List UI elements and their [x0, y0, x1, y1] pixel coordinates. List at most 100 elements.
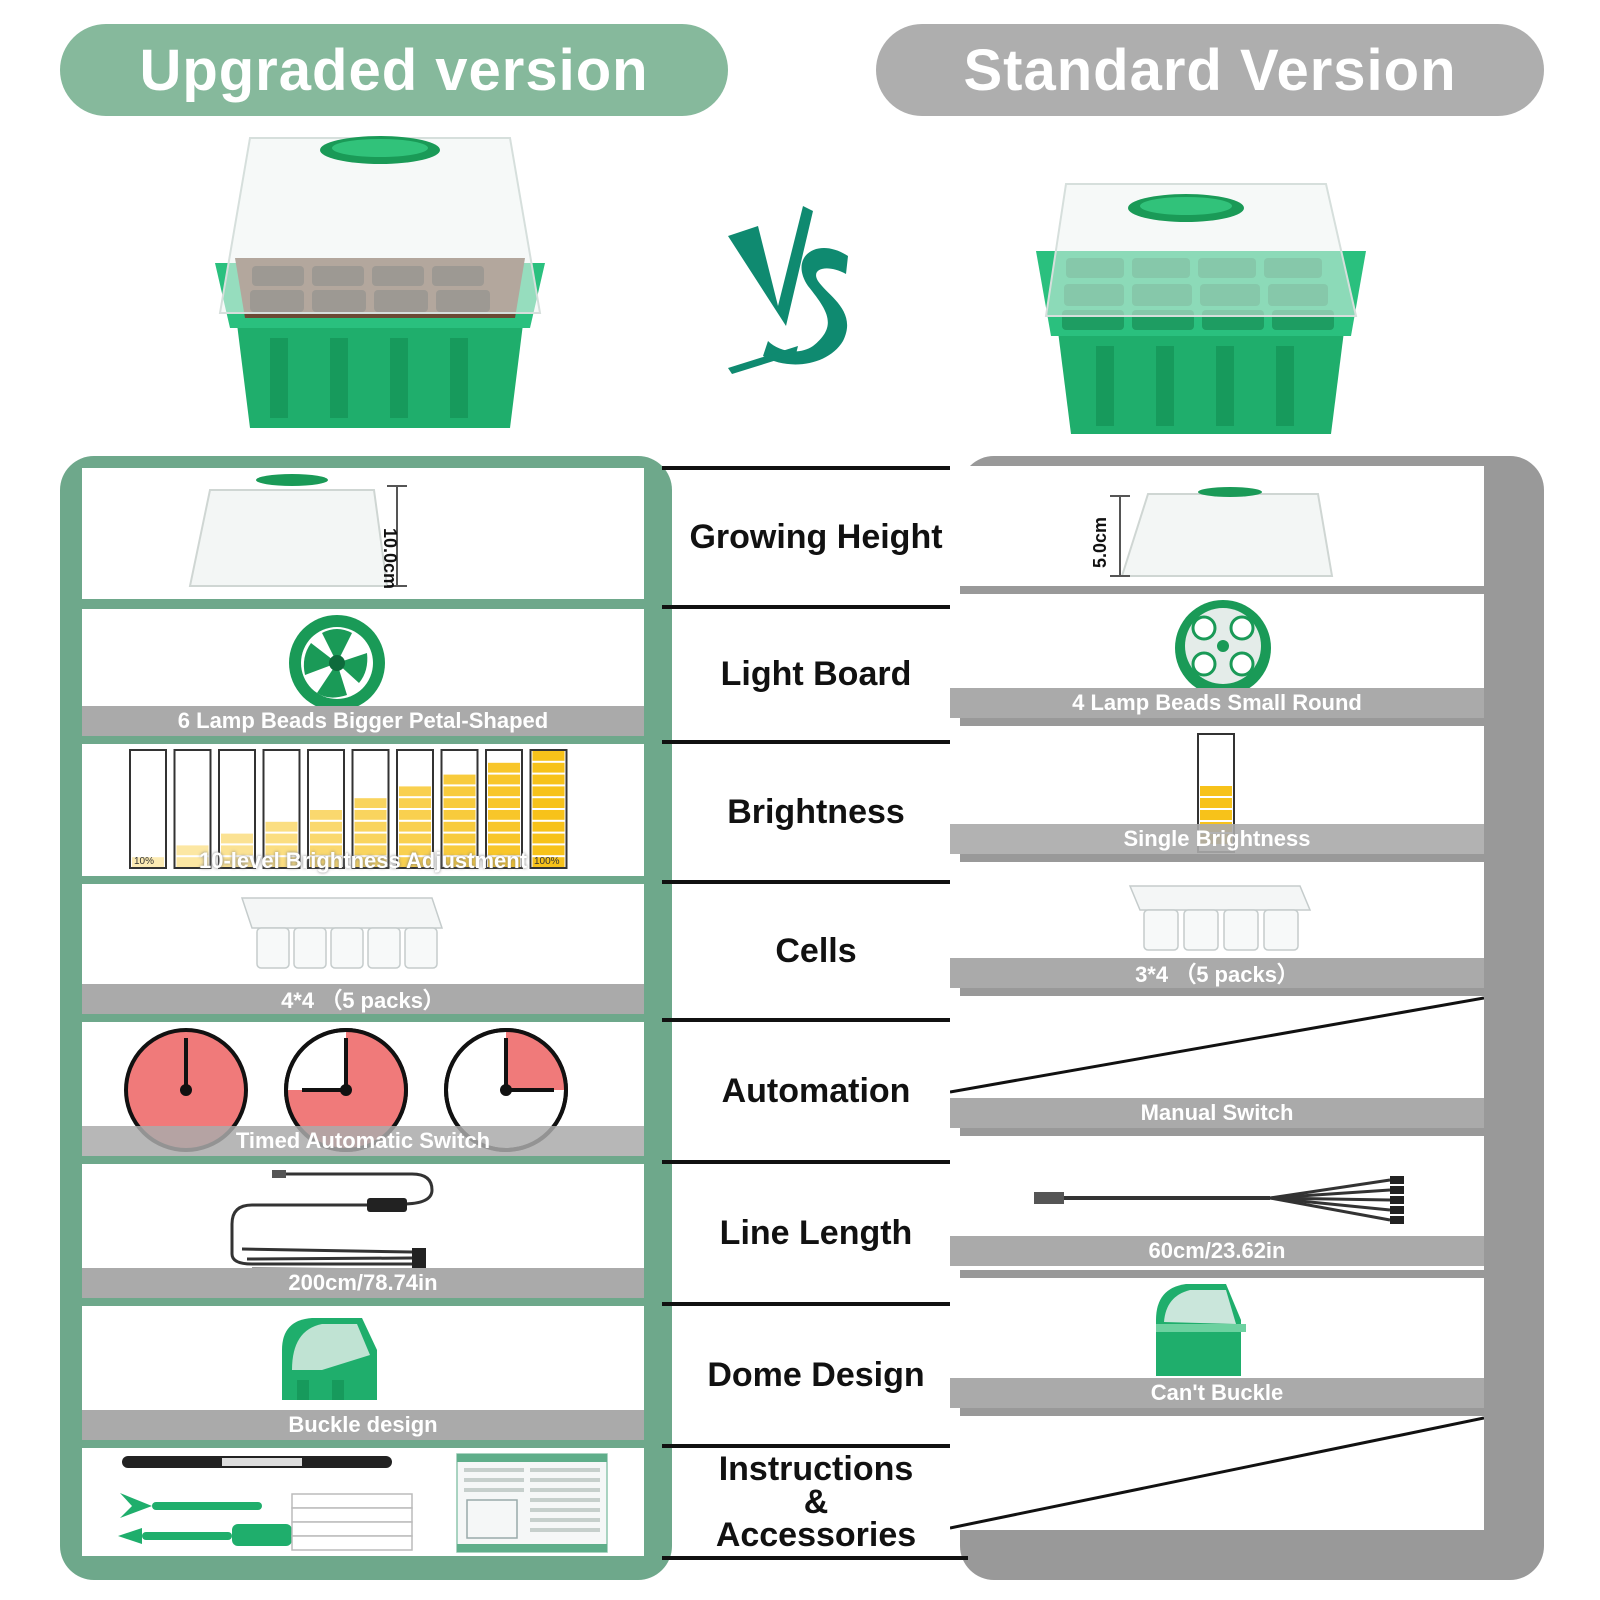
no-buckle-dome-icon [1146, 1280, 1256, 1380]
upgraded-product-image [210, 128, 550, 438]
brightness-segment [488, 845, 520, 856]
upgraded-lightboard-cell: 6 Lamp Beads Bigger Petal-Shaped [82, 609, 644, 736]
brightness-segment [488, 798, 520, 808]
brightness-segment [443, 845, 476, 856]
long-cable-icon [230, 1170, 434, 1272]
row-divider [662, 1444, 968, 1448]
plant-labels-icon [291, 1493, 413, 1551]
row-divider [662, 1556, 968, 1560]
brightness-segment [399, 810, 431, 820]
brightness-segment [310, 845, 342, 856]
standard-dome-caption: Can't Buckle [950, 1378, 1484, 1408]
brightness-segment [488, 810, 520, 820]
feature-label-line: Instructions [718, 1449, 914, 1488]
standard-brightness-cell: Single Brightness [950, 726, 1484, 854]
upgraded-dome-caption: Buckle design [82, 1410, 644, 1440]
standard-height-cell: 5.0cm [950, 466, 1484, 586]
upgraded-brightness-cell: 10% 100% 10-level Brightness Adjustment [82, 744, 644, 876]
marker-pen-icon [122, 1456, 392, 1468]
brightness-segment [265, 833, 298, 844]
brightness-segment [443, 798, 476, 808]
brightness-segment [532, 810, 565, 820]
standard-product-image [1036, 176, 1366, 446]
round-light-board-icon [1168, 598, 1278, 698]
brightness-segment [310, 810, 342, 820]
feature-label: Dome Design [707, 1355, 925, 1394]
not-available-slash [950, 1416, 1484, 1530]
brightness-level-bar [351, 749, 390, 869]
garden-trowel-icon [118, 1524, 292, 1546]
brightness-segment [532, 786, 565, 797]
brightness-segment [399, 845, 431, 856]
upgraded-height-dim: 10.0cm [380, 528, 400, 590]
upgraded-automation-cell: Timed Automatic Switch [82, 1022, 644, 1156]
row-divider [662, 1302, 968, 1306]
brightness-segment [443, 857, 476, 867]
feature-label: Growing Height [689, 518, 943, 556]
brightness-segment [443, 810, 476, 820]
brightness-segment [265, 845, 298, 856]
petal-light-board-icon [277, 613, 397, 713]
standard-brightness-caption: Single Brightness [950, 824, 1484, 854]
brightness-segment [310, 821, 342, 832]
standard-accessories-cell [950, 1416, 1484, 1530]
row-divider [662, 880, 968, 884]
feature-label: Automation [721, 1071, 911, 1110]
brightness-segment [221, 833, 253, 844]
brightness-segment [488, 774, 520, 785]
brightness-segment [488, 821, 520, 832]
vs-text: VS [718, 196, 720, 197]
clock-three-quarter-icon [284, 1028, 408, 1152]
feature-label: Light Board [720, 655, 912, 693]
brightness-segment [488, 833, 520, 844]
brightness-segment [532, 833, 565, 844]
buckle-dome-icon [262, 1310, 392, 1406]
standard-height-dim: 5.0cm [1090, 516, 1110, 568]
standard-line-cell: 60cm/23.62in [950, 1136, 1484, 1270]
standard-lightboard-cell: 4 Lamp Beads Small Round [950, 594, 1484, 718]
brightness-segment [443, 774, 476, 785]
upgraded-accessories-cell [82, 1448, 644, 1556]
standard-cells-cell: 3*4 （5 packs） [950, 862, 1484, 988]
upgraded-line-caption: 200cm/78.74in [82, 1268, 644, 1298]
upgraded-line-cell: 200cm/78.74in [82, 1164, 644, 1298]
brightness-segment [532, 798, 565, 808]
brightness-segment [176, 857, 209, 867]
upgraded-version-header: Upgraded version [60, 24, 728, 116]
feature-label-instructions: Instructions & Accessories [672, 1448, 960, 1556]
brightness-segment [354, 810, 387, 820]
brightness-segment [399, 786, 431, 797]
brightness-segment [532, 821, 565, 832]
standard-automation-caption: Manual Switch [950, 1098, 1484, 1128]
brightness-level-bar [529, 749, 568, 869]
upgraded-version-label: Upgraded version [139, 37, 649, 103]
brightness-level-bar [440, 749, 479, 869]
brightness-segment [399, 798, 431, 808]
brightness-segment [132, 857, 164, 867]
short-cable-icon [1034, 1176, 1404, 1224]
standard-version-header: Standard Version [876, 24, 1544, 116]
not-available-slash [950, 996, 1484, 1094]
row-divider [662, 466, 968, 470]
level-max-label: 100% [534, 856, 560, 867]
brightness-level-bar [218, 749, 256, 869]
feature-label-line: Accessories [715, 1515, 917, 1554]
brightness-segment [265, 857, 298, 867]
brightness-level-bar [307, 749, 345, 869]
brightness-segment [488, 786, 520, 797]
brightness-segment [399, 833, 431, 844]
brightness-segment [221, 845, 253, 856]
upgraded-cells-cell: 4*4 （5 packs） [82, 884, 644, 1014]
brightness-level-bar [485, 749, 523, 869]
brightness-segment [532, 751, 565, 761]
upgraded-brightness-caption: 10-level Brightness Adjustment [198, 848, 528, 873]
row-divider [662, 1018, 968, 1022]
brightness-segment [399, 857, 431, 867]
brightness-segment [532, 762, 565, 773]
standard-line-caption: 60cm/23.62in [950, 1236, 1484, 1266]
feature-label: Brightness [727, 792, 905, 831]
feature-label: Line Length [719, 1213, 913, 1252]
row-divider [662, 605, 968, 609]
upgraded-cells-caption: 4*4 （5 packs） [82, 984, 644, 1014]
garden-fork-icon [120, 1493, 262, 1518]
